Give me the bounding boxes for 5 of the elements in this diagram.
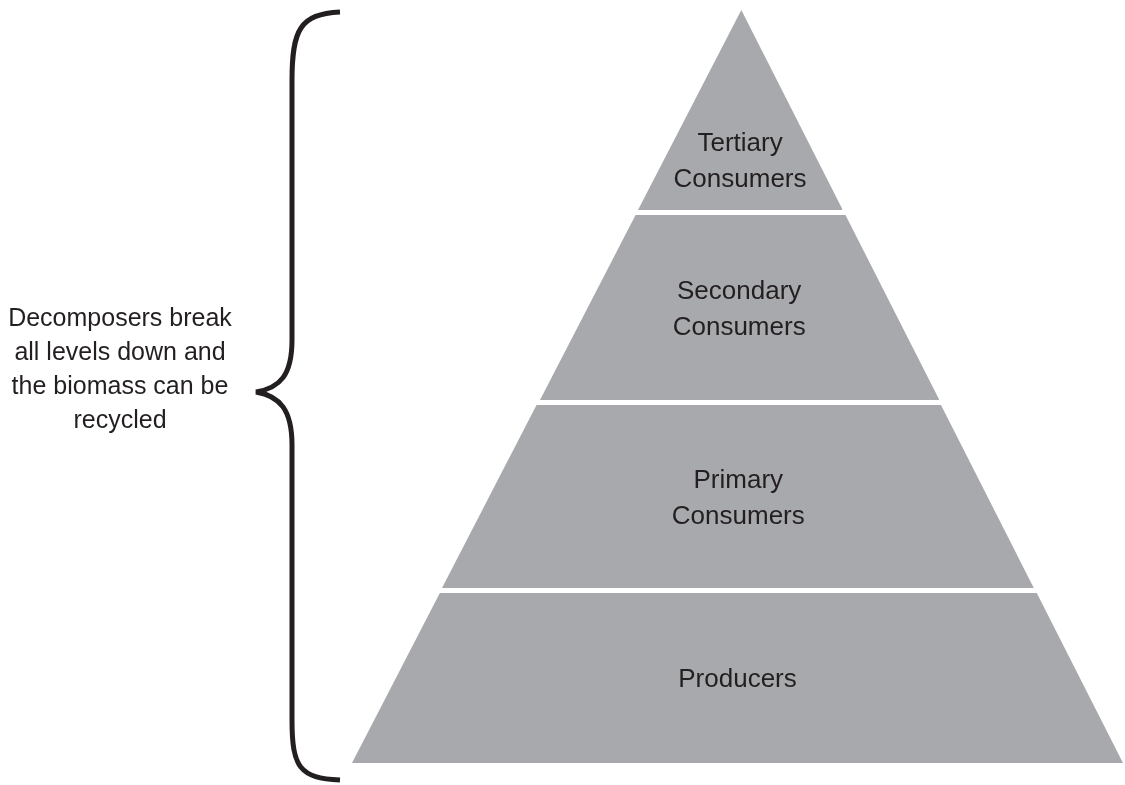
level-label: Secondary Consumers	[671, 273, 807, 343]
level-label: Producers	[677, 662, 798, 695]
level-label: Primary Consumers	[670, 462, 806, 532]
level-label: Tertiary Consumers	[672, 126, 808, 195]
note-text: Decomposers break all levels down and the biomass can be recycled	[7, 302, 233, 435]
